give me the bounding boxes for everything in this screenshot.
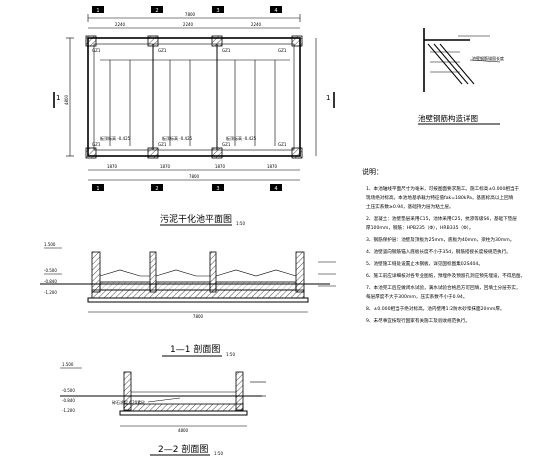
top-axis-3: 3 <box>216 8 219 14</box>
plan-bottom-dim: 1870 <box>267 164 278 169</box>
plan-span-2: 2240 <box>183 22 194 27</box>
s1-overall: 7800 <box>193 314 204 319</box>
plan-elev-tag: 板顶标高 -0.425 <box>100 135 131 141</box>
bottom-axis-1: 1 <box>96 186 99 192</box>
s2-elev-ground: -0.500 <box>62 388 75 393</box>
plan-overall-width: 7800 <box>185 12 196 17</box>
note-line: 8、±0.000相当于绝对标高，池内壁用1:2防水砂浆抹面20mm厚。 <box>366 305 505 312</box>
note-line: 4、池壁竖向钢筋锚入底板长度不小于35d，钢筋搭接长度按规范执行。 <box>366 248 511 255</box>
s1-elev-ground: -0.500 <box>44 268 57 273</box>
s1-title: 1—1 剖面图 <box>170 343 220 355</box>
column-tag: GZ1 <box>278 48 287 53</box>
plan-scale: 1:50 <box>236 221 245 226</box>
note-line: 土压实系数≥0.94，基础持力层为粘土层。 <box>366 203 454 210</box>
s2-callout: 碎石滤层 C20素砼 <box>112 399 145 405</box>
top-axis-4: 4 <box>274 8 277 14</box>
plan-span-1: 2240 <box>115 22 126 27</box>
note-line: 现场绝对标高，本池地基承载力特征值fak=180kPa，基底标高以上回填 <box>366 194 514 201</box>
detail-title: 池壁钢筋构造详图 <box>418 113 478 123</box>
s1-filter-layer <box>99 269 297 291</box>
s1-elev-bottom: -1.200 <box>44 290 57 295</box>
note-line: 2、混凝土：池壁垫层采用C15，池体采用C25，抗渗等级S6，基础下垫层 <box>366 215 517 222</box>
column-tag: GZ1 <box>92 142 101 147</box>
note-line: 5、池壁施工缝处设置止水钢板，详见国标图集02S404。 <box>366 260 483 267</box>
bottom-axis-3: 3 <box>216 186 219 192</box>
note-line: 7、本池完工后应做闭水试验，满水试验合格后方可回填，回填土分层夯实， <box>366 284 521 291</box>
detail-callout: 池壁钢筋锚固长度 <box>472 55 504 61</box>
note-line: 1、本池轴线平面尺寸为毫米，可按图面要求施工。施工标高±0.000相当于 <box>366 185 520 192</box>
section-2-2: 1.500 -0.500 -0.840 -1.200 碎石滤层 C20素砼 48… <box>60 362 266 456</box>
top-axis-1: 1 <box>96 8 99 14</box>
column-tag: GZ1 <box>158 142 167 147</box>
plan-left-section-mark: 1 <box>56 94 60 102</box>
column-tag: GZ1 <box>158 48 167 53</box>
note-line: 每层厚度不大于300mm，压实系数不小于0.94。 <box>366 293 467 300</box>
column-tag: GZ1 <box>92 48 101 53</box>
plan-bottom-dim: 1870 <box>160 164 171 169</box>
s2-elev-top: 1.500 <box>62 362 74 367</box>
s2-elev-slab: -0.840 <box>62 398 75 403</box>
bottom-axis-4: 4 <box>274 186 277 192</box>
plan-bottom-dim: 1870 <box>107 164 118 169</box>
notes-heading: 说明： <box>362 167 383 176</box>
wall-detail: 池壁钢筋锚固长度 池壁钢筋构造详图 <box>418 28 504 125</box>
s1-scale: 1:50 <box>226 352 235 357</box>
section-1-1: 1.500 -0.500 -0.840 -1.200 7800 <box>40 242 336 357</box>
top-axis-bubbles: 1 2 3 4 <box>92 6 282 14</box>
column-tag: GZ1 <box>222 48 231 53</box>
note-line: 9、未尽事宜按现行国家有关施工及验收规范执行。 <box>366 317 470 324</box>
s2-scale: 1:50 <box>214 451 223 456</box>
note-line: 厚100mm，钢筋：HPB235（Φ），HRB335（Φ）。 <box>366 224 474 231</box>
plan-bottom-dim: 1870 <box>215 164 226 169</box>
plan-title: 污泥干化池平面图 <box>160 213 232 225</box>
s1-elev-top: 1.500 <box>44 242 56 247</box>
column-tag: GZ1 <box>222 142 231 147</box>
s2-overall: 4800 <box>178 428 189 433</box>
plan-right-section-mark: 1 <box>326 94 330 102</box>
plan-span-3: 2240 <box>251 22 262 27</box>
plan-overall-height: 4800 <box>64 94 69 105</box>
column-tag: GZ1 <box>278 142 287 147</box>
s2-elev-bottom: -1.200 <box>62 408 75 413</box>
plan-bottom-overall: 7800 <box>189 174 200 179</box>
bottom-axis-bubbles: 1 2 3 4 <box>92 184 282 192</box>
top-axis-2: 2 <box>155 8 158 14</box>
plan-elev-tag: 板顶标高 -0.425 <box>162 135 193 141</box>
s2-title: 2—2 剖面图 <box>158 443 208 455</box>
plan-view: 7800 1 2 3 4 2240 2240 2240 <box>53 6 335 226</box>
note-line: 6、施工前应详细核对各专业图纸，预埋件及预留孔洞应预先埋设，不得后凿。 <box>366 272 525 279</box>
note-line: 3、钢筋保护层：池壁及顶板为25mm，底板为40mm，梁柱为30mm。 <box>366 236 514 243</box>
plan-elev-tag: 板顶标高 -0.425 <box>226 135 257 141</box>
design-notes: 说明： 1、本池轴线平面尺寸为毫米，可按图面要求施工。施工标高±0.000相当于… <box>362 167 525 324</box>
s1-elev-slab: -0.840 <box>44 279 57 284</box>
bottom-axis-2: 2 <box>155 186 158 192</box>
